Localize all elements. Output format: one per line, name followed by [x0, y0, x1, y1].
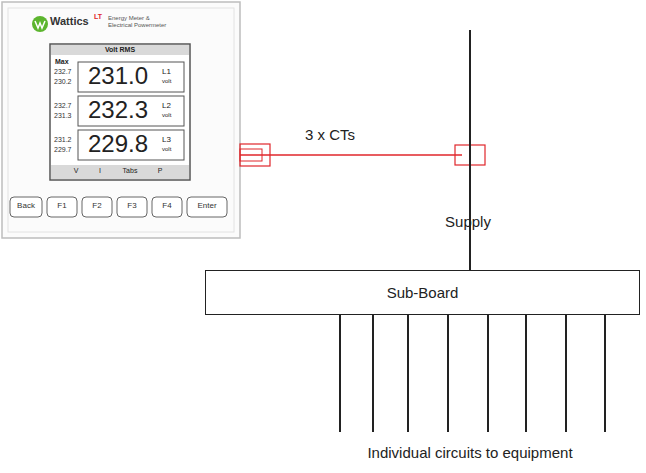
voltage-reading: 231.0: [88, 63, 148, 89]
node-text: Sub-Board: [387, 284, 459, 301]
screen-tab: V: [74, 167, 79, 175]
screen-tab: Tabs: [123, 167, 138, 175]
logo-icon: [32, 16, 48, 32]
phase-label: L2: [162, 102, 171, 111]
ct-wire: [240, 154, 462, 156]
supply-label: Supply: [445, 214, 491, 231]
min-max-value: 231.3: [54, 112, 72, 120]
sub-board: Sub-Board: [205, 270, 640, 315]
button-label: Enter: [197, 202, 216, 211]
min-max-value: 232.7: [54, 102, 72, 110]
product-name: Energy Meter & Electrical Powermeter: [108, 15, 170, 28]
unit-label: volt: [162, 78, 171, 85]
brand-name: Wattics: [50, 15, 89, 27]
voltage-reading: 232.3: [88, 97, 148, 123]
button-label: Back: [17, 202, 35, 211]
unit-label: volt: [162, 146, 171, 153]
circuits-label: Individual circuits to equipment: [367, 445, 572, 462]
meter-screen: [50, 44, 190, 180]
phase-label: L1: [162, 68, 171, 77]
button-label: F4: [162, 202, 171, 211]
screen-tab: I: [99, 167, 101, 175]
screen-tabs: [51, 165, 189, 179]
meter-bezel: [8, 8, 234, 232]
screen-header: [51, 45, 189, 55]
min-max-value: 231.2: [54, 136, 72, 144]
screen-tab: P: [158, 167, 163, 175]
screen-max: Max: [55, 58, 69, 66]
min-max-value: 229.7: [54, 146, 72, 154]
unit-label: volt: [162, 112, 171, 119]
screen-title: Volt RMS: [105, 46, 135, 54]
voltage-reading: 229.8: [88, 131, 148, 157]
logo-mark: [35, 21, 45, 28]
button-label: F2: [92, 202, 101, 211]
supply-line: [469, 30, 471, 270]
meter-buttons: [10, 197, 227, 217]
ct-label: 3 x CTs: [305, 127, 355, 144]
button-label: F3: [127, 202, 136, 211]
button-label: F1: [57, 202, 66, 211]
phase-label: L3: [162, 136, 171, 145]
value-box: [78, 62, 184, 92]
min-max-value: 232.7: [54, 68, 72, 76]
circuit-lines: [340, 315, 605, 432]
brand-suffix: LT: [94, 13, 102, 21]
ct-terminal: [240, 144, 270, 166]
meter-housing: [2, 2, 240, 238]
ct-terminal: [240, 149, 262, 161]
value-box: [78, 96, 184, 126]
min-max-value: 230.2: [54, 78, 72, 86]
value-box: [78, 130, 184, 160]
